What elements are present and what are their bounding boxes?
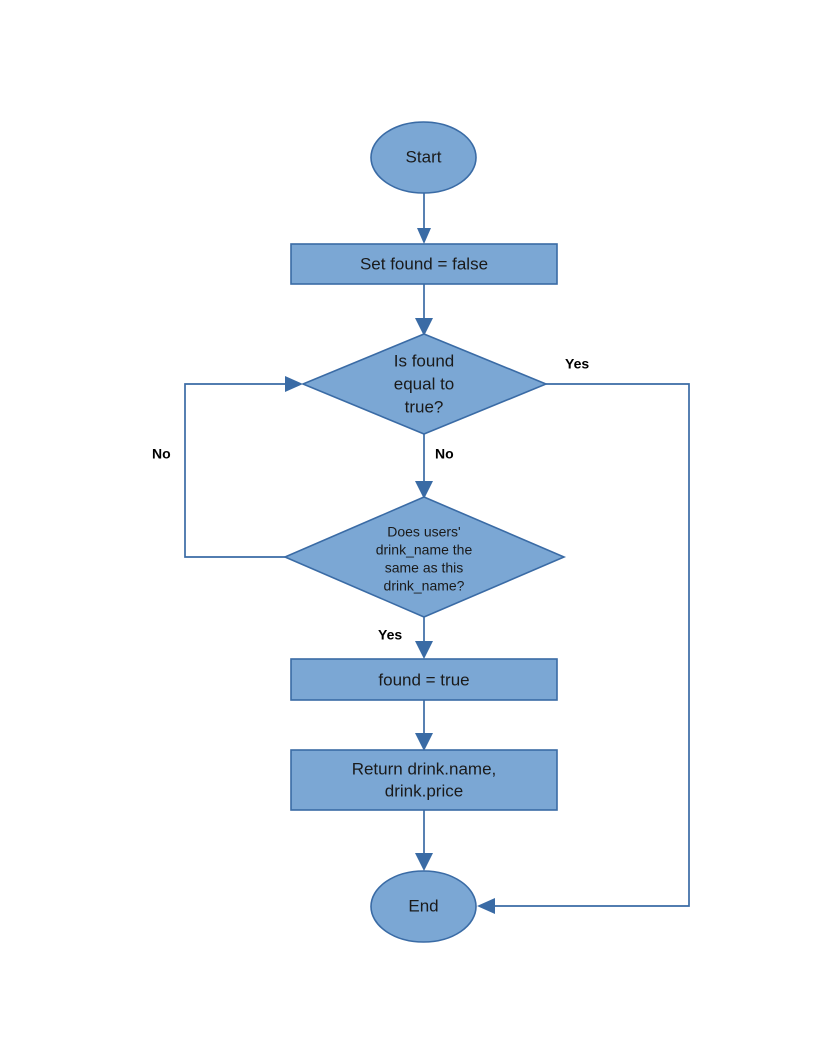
node-is-found-label-line2: equal to [394,374,455,393]
node-return-label-line1: Return drink.name, [352,759,497,778]
arrowhead-icon [415,641,433,659]
node-return[interactable]: Return drink.name, drink.price [290,749,558,811]
edge-compare-no-to-is-found [184,376,303,558]
edge-label-is-found-no: No [435,446,454,462]
compare-name-diamond-shape[interactable] [282,496,567,618]
arrowhead-icon [415,733,433,751]
node-compare-name-label-line1: Does users' [387,524,460,540]
node-compare-name-label-line4: drink_name? [384,578,465,594]
arrowhead-icon [415,853,433,871]
found-true-rect-shape[interactable] [290,658,558,701]
edge-start-to-set-found [417,193,431,244]
start-ellipse-shape[interactable] [370,121,477,194]
node-start[interactable]: Start [370,121,477,194]
end-ellipse-shape[interactable] [370,870,477,943]
arrowhead-icon [415,318,433,336]
node-compare-name-label-line3: same as this [385,560,464,576]
set-found-rect-shape[interactable] [290,243,558,285]
arrowhead-icon [285,376,303,392]
node-is-found-label-line3: true? [405,397,444,416]
edge-set-found-to-is-found [415,284,433,336]
edge-label-is-found-yes: Yes [565,356,589,372]
edge-found-true-to-return [415,700,433,751]
edge-is-found-no-to-compare [415,434,433,499]
return-rect-shape[interactable] [290,749,558,811]
node-end[interactable]: End [370,870,477,943]
node-found-true-label: found = true [378,670,469,689]
node-compare-name[interactable]: Does users' drink_name the same as this … [282,496,567,618]
arrowhead-icon [415,481,433,499]
edge-line [489,383,690,907]
arrowhead-icon [417,228,431,244]
edge-is-found-yes-to-end [477,383,690,914]
edge-return-to-end [415,810,433,871]
node-set-found-label: Set found = false [360,254,488,273]
node-start-label: Start [406,147,442,166]
node-found-true[interactable]: found = true [290,658,558,701]
edge-compare-yes-to-found-true [415,617,433,659]
node-set-found[interactable]: Set found = false [290,243,558,285]
is-found-diamond-shape[interactable] [300,333,549,435]
node-return-label-line2: drink.price [385,781,463,800]
edge-line [184,383,291,558]
node-is-found-label-line1: Is found [394,351,455,370]
arrowhead-icon [477,898,495,914]
node-is-found[interactable]: Is found equal to true? [300,333,549,435]
node-compare-name-label-line2: drink_name the [376,542,473,558]
edge-label-compare-yes: Yes [378,627,402,643]
node-end-label: End [408,896,438,915]
edge-label-compare-no: No [152,446,171,462]
